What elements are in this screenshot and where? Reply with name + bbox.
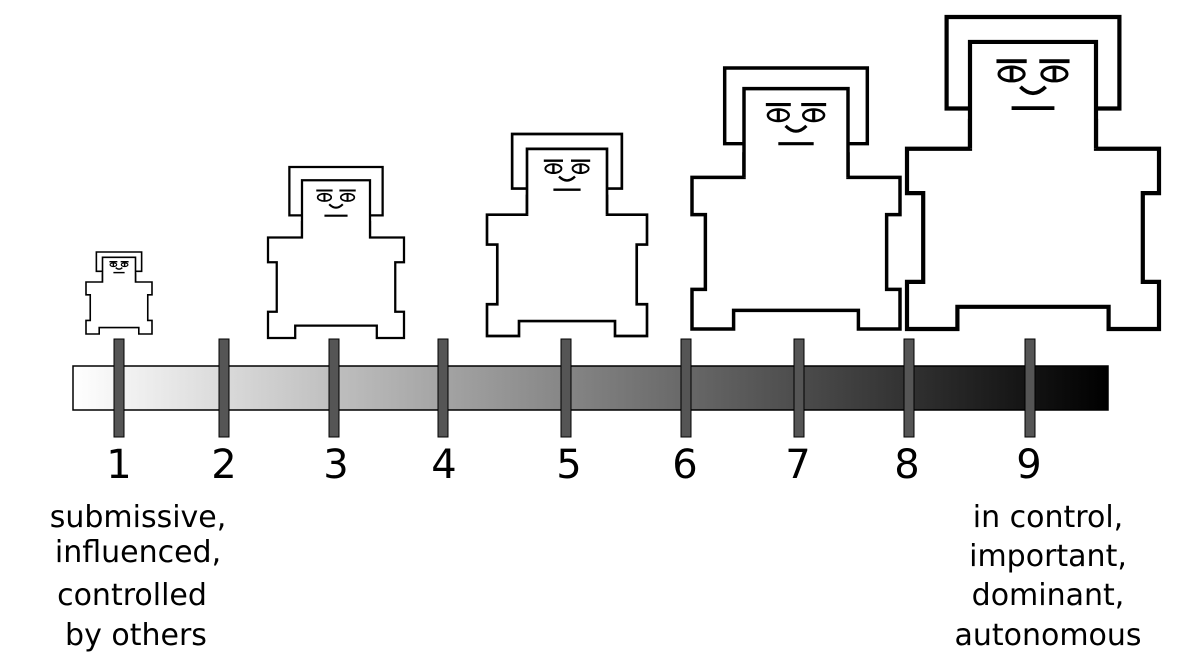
mouth-smile [1019,85,1047,96]
figure-size-5 [485,132,649,338]
figure-body-outline [690,152,902,331]
figures-group [85,14,1162,340]
scale-number-9: 9 [1016,442,1041,488]
scale-number-2: 2 [211,442,236,488]
scale-numbers: 1 2 3 4 5 6 7 8 9 [106,442,1041,488]
low-caption-line-2: influenced, [55,535,221,570]
scale-number-3: 3 [323,442,348,488]
scale-number-8: 8 [894,442,919,488]
scale-tick-8 [903,338,915,438]
figure-face-outline [525,147,609,215]
high-end-caption: in control, important, dominant, autonom… [954,500,1141,653]
figure-face-outline [300,179,372,238]
gradient-scale-bar [72,365,1109,411]
figure-size-9 [904,14,1162,332]
scale-number-7: 7 [785,442,810,488]
figure-hair-outline [944,14,1122,111]
low-caption-line-3: controlled [57,578,207,613]
low-end-caption: submissive, influenced, controlled by ot… [50,500,227,653]
figure-face-outline [742,86,850,178]
scale-ticks [113,338,1036,438]
figure-size-7 [690,66,902,331]
figure-body-outline [904,118,1162,332]
figure-hair-outline [95,251,143,273]
mouth-smile [558,175,576,182]
mouth-smile [328,203,344,209]
scale-tick-6 [680,338,692,438]
figure-face-outline [967,39,1099,149]
scale-number-6: 6 [672,442,697,488]
figure-hair-outline [722,66,870,146]
figure-hair-outline [288,165,384,217]
mouth-smile [115,267,123,270]
scale-tick-5 [560,338,572,438]
figure-body-outline [485,194,649,338]
high-caption-line-2: important, [969,539,1127,574]
high-caption-line-4: autonomous [954,618,1141,653]
scale-number-4: 4 [431,442,456,488]
scale-number-1: 1 [106,442,131,488]
scale-tick-3 [328,338,340,438]
scale-tick-7 [793,338,805,438]
figure-body-outline [85,273,153,335]
high-caption-line-3: dominant, [972,578,1125,613]
figure-size-3 [266,165,406,340]
scale-tick-1 [113,338,125,438]
scale-tick-9 [1024,338,1036,438]
figure-size-1 [85,251,153,335]
figure-hair-outline [510,132,624,190]
high-caption-line-1: in control, [973,500,1123,535]
mouth-smile [784,124,808,133]
figure-body-outline [266,220,406,340]
scale-tick-2 [218,338,230,438]
scale-number-5: 5 [556,442,581,488]
low-caption-line-1: submissive, [50,500,227,535]
scale-tick-4 [437,338,449,438]
low-caption-line-4: by others [65,618,207,653]
